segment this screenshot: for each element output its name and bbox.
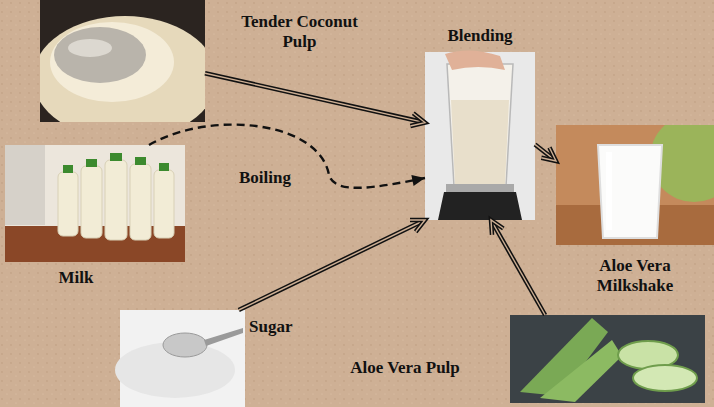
cap <box>86 159 97 167</box>
coconut-rim <box>50 22 174 102</box>
double-arrow <box>205 73 425 126</box>
photo-label: Blending <box>415 26 545 46</box>
dashed-arrow <box>149 125 425 188</box>
arrow-outline <box>535 144 556 161</box>
pulp-shine <box>68 39 112 57</box>
arrow-core <box>410 220 425 232</box>
arrow-outline <box>491 220 503 235</box>
arrow-core <box>205 73 425 122</box>
photo-label: Sugar <box>249 317 309 337</box>
photo-label: Aloe Vera Milkshake <box>575 256 695 296</box>
aloe-photo <box>510 315 705 403</box>
arrow-core <box>491 220 503 235</box>
arrow-outline <box>541 148 556 161</box>
arrow-core <box>491 220 545 315</box>
edge-label: Boiling <box>236 168 294 188</box>
coconut-shell <box>40 16 205 122</box>
coconut-photo <box>40 0 205 122</box>
photo-node: Blending <box>425 52 535 220</box>
arrow-core <box>239 220 425 310</box>
photo-ground <box>425 52 535 220</box>
spoon-bowl <box>163 333 207 357</box>
double-arrow <box>491 220 545 315</box>
photo-label: Aloe Vera Pulp <box>310 358 500 378</box>
bottle <box>154 170 174 238</box>
photo-node: Milk <box>5 145 185 262</box>
aloe-leaf <box>540 340 622 402</box>
blended-drink <box>451 100 509 184</box>
window <box>5 145 45 225</box>
double-arrow <box>535 144 556 161</box>
blender-photo <box>425 50 535 220</box>
glass <box>598 145 662 238</box>
blender-base <box>438 192 522 220</box>
photo-ground <box>5 145 185 262</box>
blender-band <box>446 184 514 192</box>
cap <box>110 153 122 161</box>
double-arrow <box>239 220 425 310</box>
bottle <box>81 166 102 238</box>
cap <box>63 165 73 173</box>
aloe-slice <box>633 365 697 391</box>
dashed-line <box>149 125 425 188</box>
spoon-handle <box>204 328 243 346</box>
photo-label: Tender Coconut Pulp <box>227 12 372 52</box>
hand <box>445 50 505 70</box>
blender-jar <box>447 64 513 186</box>
photo-ground <box>510 315 705 403</box>
photo-label: Milk <box>26 268 126 288</box>
milk-photo <box>5 145 185 262</box>
bottle-caps <box>63 153 169 173</box>
glass-shine <box>606 152 612 230</box>
arrow-core <box>535 144 556 161</box>
coconut-pulp <box>54 27 146 83</box>
arrow-outline <box>205 73 425 122</box>
arrow-outline <box>410 220 425 232</box>
cap <box>135 157 146 165</box>
arrow-head <box>411 175 425 186</box>
bottle <box>130 164 151 240</box>
arrow-core <box>541 148 556 161</box>
bottle <box>105 160 127 240</box>
arrow-outline <box>491 220 545 315</box>
bottles <box>58 160 174 240</box>
sugar-photo <box>115 310 245 407</box>
cap <box>159 163 169 171</box>
photo-node: Aloe Vera Pulp <box>510 315 705 403</box>
arrow-outline <box>410 113 425 126</box>
photo-node: Sugar <box>120 310 245 407</box>
arrow-core <box>410 113 425 126</box>
arrow-outline <box>239 220 425 310</box>
milkshake-photo <box>556 125 714 245</box>
photo-node: Tender Coconut Pulp <box>40 0 205 122</box>
photo-node: Aloe Vera Milkshake <box>556 125 714 245</box>
bottle <box>58 172 78 236</box>
